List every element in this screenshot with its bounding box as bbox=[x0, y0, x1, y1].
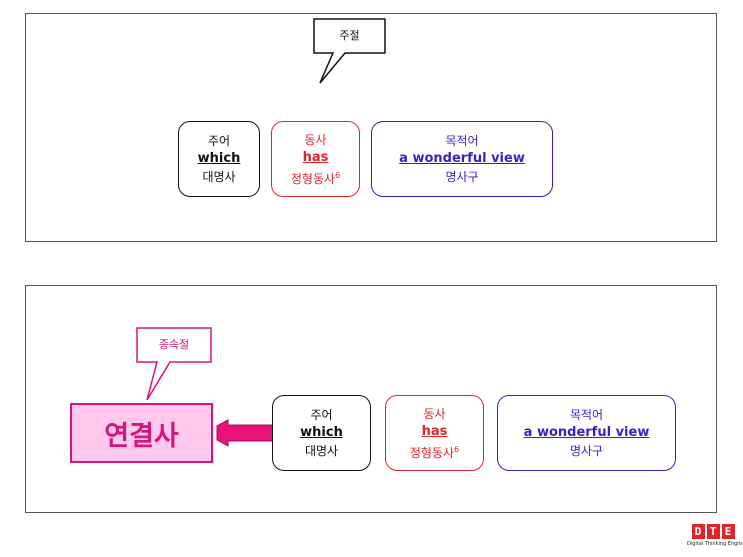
main-clause-callout-label: 주절 bbox=[339, 29, 360, 42]
subject-pos-2: 대명사 bbox=[304, 444, 339, 458]
subject-word: which bbox=[197, 151, 241, 166]
object-pos: 명사구 bbox=[445, 170, 479, 184]
logo-letter-t: T bbox=[706, 524, 720, 539]
logo-letter-d: D bbox=[691, 524, 705, 539]
object-box-2: 목적어 a wonderful view 명사구 bbox=[497, 395, 676, 471]
verb-footnote-2: 6 bbox=[454, 444, 460, 454]
object-box: 목적어 a wonderful view 명사구 bbox=[371, 121, 553, 197]
logo-subtitle: Digital Thinking English bbox=[687, 541, 743, 547]
subject-pos: 대명사 bbox=[202, 170, 236, 184]
object-word-2: a wonderful view bbox=[523, 425, 650, 440]
verb-box: 동사 has 정형동사6 bbox=[271, 121, 360, 197]
connector-box: 연결사 bbox=[70, 403, 213, 463]
verb-pos-line: 정형동사6 bbox=[291, 167, 340, 188]
logo-letters: D T E bbox=[687, 524, 739, 539]
object-role-2: 목적어 bbox=[569, 408, 604, 422]
dte-logo: D T E Digital Thinking English bbox=[687, 524, 743, 547]
subordinate-clause-callout-label: 종속절 bbox=[158, 338, 190, 351]
verb-pos: 정형동사 bbox=[290, 171, 336, 186]
verb-word: has bbox=[302, 149, 329, 165]
subject-box-2: 주어 which 대명사 bbox=[272, 395, 371, 471]
subject-role-2: 주어 bbox=[310, 408, 333, 422]
verb-word-2: has bbox=[421, 423, 448, 439]
subject-box: 주어 which 대명사 bbox=[178, 121, 260, 197]
subject-word-2: which bbox=[300, 425, 343, 440]
verb-pos-line-2: 정형동사6 bbox=[410, 441, 459, 462]
object-word: a wonderful view bbox=[399, 151, 525, 166]
verb-role-2: 동사 bbox=[423, 406, 446, 421]
subject-role: 주어 bbox=[207, 134, 231, 148]
verb-role: 동사 bbox=[304, 132, 327, 147]
logo-letter-e: E bbox=[721, 524, 735, 539]
verb-pos-2: 정형동사 bbox=[409, 445, 455, 460]
verb-footnote: 6 bbox=[335, 170, 341, 180]
verb-box-2: 동사 has 정형동사6 bbox=[385, 395, 484, 471]
object-role: 목적어 bbox=[445, 134, 479, 148]
object-pos-2: 명사구 bbox=[569, 444, 604, 458]
